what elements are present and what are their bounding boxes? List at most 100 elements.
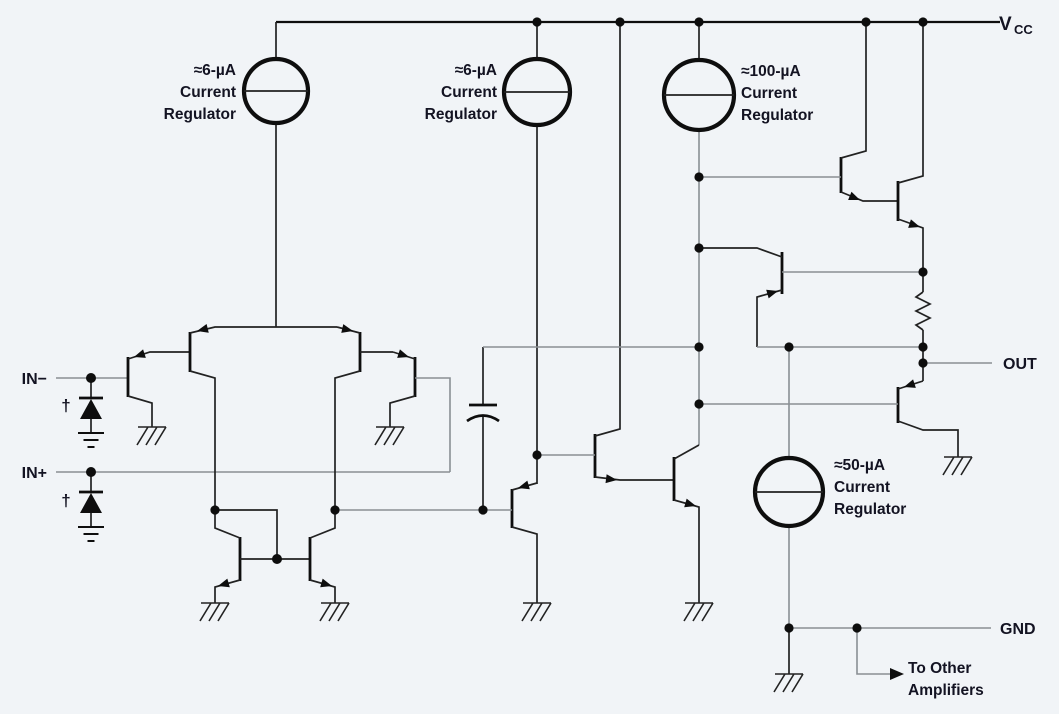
in-minus-label: IN−: [22, 371, 47, 388]
emitter-arrow: [605, 474, 618, 485]
transistor-q9-second-stage-npn: [672, 444, 714, 622]
junction-dot: [694, 172, 704, 182]
current-regulator-1: ≈6-µA Current Regulator: [164, 22, 311, 327]
base-wire-to-in-plus: [415, 377, 451, 472]
ground-symbol: [136, 426, 167, 446]
junction-dot: [918, 358, 928, 368]
transistor-leads: [127, 351, 190, 427]
clamp-diode-2: †: [61, 472, 105, 542]
transistor-leads: [334, 326, 393, 510]
regulator-2-value: ≈6-µA: [455, 62, 497, 79]
transistor-q8-driver-npn: [537, 22, 674, 485]
ground-symbol: [319, 602, 350, 622]
ground-symbol: [683, 602, 714, 622]
junction-dot: [532, 450, 542, 460]
vcc-rail: V CC: [276, 14, 1033, 37]
transistor-q1-in-minus-follower: [126, 349, 190, 446]
junction-dot: [532, 17, 542, 27]
in-plus-port: IN+: [22, 465, 450, 482]
regulator-3-value: ≈100-µA: [741, 63, 801, 80]
ground-symbol: [773, 673, 804, 693]
junction-dot: [852, 623, 862, 633]
gnd-rail: GND: [773, 621, 1036, 693]
junction-dot: [918, 17, 928, 27]
transistor-leads: [309, 510, 336, 603]
junction-dot: [694, 399, 704, 409]
transistor-q11-current-limit-pnp: [699, 247, 923, 347]
junction-dot: [615, 17, 625, 27]
clamp-note-dagger: †: [61, 491, 70, 510]
earth-ground-symbol: [77, 526, 105, 542]
transistor-leads: [673, 444, 700, 603]
transistor-leads: [214, 510, 310, 603]
note-line1: To Other: [908, 660, 971, 677]
regulator-1-value: ≈6-µA: [194, 62, 236, 79]
junction-dot: [694, 342, 704, 352]
junction-dot: [272, 554, 282, 564]
transistor-leads: [189, 326, 337, 510]
diode-symbol: [80, 493, 102, 513]
regulator-2-word2: Regulator: [425, 106, 497, 123]
earth-ground-symbol: [77, 432, 105, 448]
right-arrow-icon: [890, 668, 904, 680]
regulator-4-word1: Current: [834, 479, 890, 496]
transistor-leads: [840, 22, 898, 202]
regulator-4-word2: Regulator: [834, 501, 906, 518]
junction-dot: [478, 505, 488, 515]
junction-dot: [918, 267, 928, 277]
ground-symbol: [942, 456, 973, 476]
emitter-arrow: [908, 219, 922, 232]
to-other-amplifiers-note: To Other Amplifiers: [856, 628, 984, 699]
transistor-q2-diffpair-left: [188, 323, 337, 510]
regulator-2-word1: Current: [441, 84, 497, 101]
transistor-leads: [594, 22, 674, 481]
transistor-leads: [897, 380, 959, 457]
ground-symbol: [521, 602, 552, 622]
emitter-arrow: [848, 191, 862, 205]
transistor-leads: [389, 351, 416, 427]
junction-dot: [861, 17, 871, 27]
emitter-arrow: [902, 379, 916, 392]
transistor-q12-darlington-output: [896, 22, 924, 272]
regulator-1-word1: Current: [180, 84, 236, 101]
transistor-q4-in-plus-follower: [374, 349, 451, 472]
out-port: OUT: [923, 356, 1037, 373]
branch-wire: [856, 628, 891, 675]
junction-dot: [784, 623, 794, 633]
transistor-leads: [511, 482, 538, 603]
emitter-arrow: [216, 578, 230, 591]
regulator-1-word2: Regulator: [164, 106, 236, 123]
current-regulator-4: ≈50-µA Current Regulator: [752, 347, 906, 628]
junction-dot: [694, 243, 704, 253]
transistor-q10-darlington-driver: [699, 22, 898, 205]
vcc-label-subscript: CC: [1014, 22, 1033, 37]
transistor-q6-mirror-right: [308, 510, 350, 622]
transistor-q7-second-stage-pnp: [510, 480, 552, 622]
transistor-q13-output-sink: [896, 379, 973, 476]
diode-symbol: [80, 399, 102, 419]
regulator-3-word1: Current: [741, 85, 797, 102]
out-label: OUT: [1003, 356, 1037, 373]
emitter-arrow: [195, 323, 209, 336]
junction-dot: [694, 17, 704, 27]
gnd-label: GND: [1000, 621, 1036, 638]
emitter-arrow: [341, 324, 355, 336]
emitter-arrow: [132, 349, 146, 362]
regulator-4-value: ≈50-µA: [834, 457, 885, 474]
emitter-arrow: [684, 498, 698, 511]
in-minus-port: IN−: [22, 371, 128, 388]
junction-dot: [210, 505, 220, 515]
compensation-capacitor: [466, 347, 500, 510]
current-regulator-3: ≈100-µA Current Regulator: [661, 22, 813, 445]
clamp-note-dagger: †: [61, 396, 70, 415]
clamp-diode-1: †: [61, 378, 105, 448]
junction-dot: [330, 505, 340, 515]
transistor-q5-mirror-left: [199, 509, 310, 622]
emitter-arrow: [516, 480, 530, 493]
ground-symbol: [374, 426, 405, 446]
transistor-leads: [897, 22, 924, 272]
capacitor-plate-bottom: [466, 414, 500, 423]
vcc-label: V: [999, 14, 1012, 35]
